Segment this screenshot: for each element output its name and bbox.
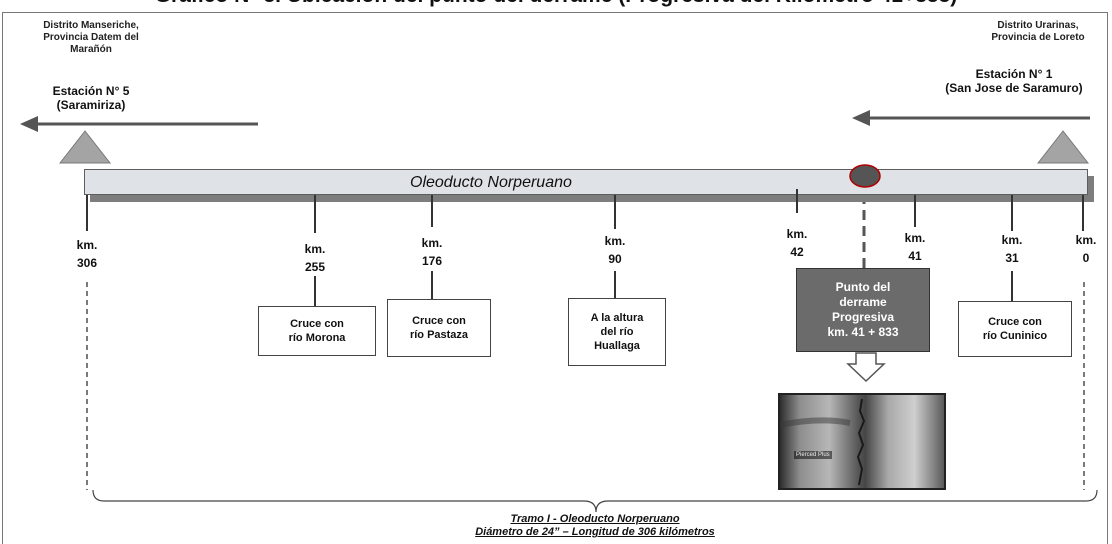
right-flow-arrow <box>852 110 1090 126</box>
footer-caption: Tramo I - Oleoducto Norperuano Diámetro … <box>360 513 830 539</box>
km-marker-306: km.306 <box>76 238 98 270</box>
tick-km-42 <box>796 189 798 213</box>
left-station-place: (Saramiriza) <box>56 98 126 112</box>
right-district-label: Distrito Urarinas, Provincia de Loreto <box>972 20 1104 44</box>
left-district-line3: Marañón <box>70 44 112 55</box>
right-station-name: Estación N° 1 <box>975 67 1053 81</box>
km-marker-41: km.41 <box>904 231 926 263</box>
connector-huallaga <box>614 271 616 298</box>
left-district-label: Distrito Manseriche, Provincia Datem del… <box>26 20 156 56</box>
footer-line2: Diámetro de 24” – Longitud de 306 kilóme… <box>475 526 715 538</box>
km-marker-255: km.255 <box>304 242 326 274</box>
connector-morona <box>314 276 316 306</box>
crack-line-graphic <box>780 398 866 486</box>
right-station-place: (San Jose de Saramuro) <box>945 81 1083 95</box>
left-station-label: Estación N° 5 (Saramiriza) <box>26 84 156 112</box>
tick-km-306 <box>86 195 88 231</box>
spill-point-marker <box>849 164 881 188</box>
left-district-line2: Provincia Datem del <box>43 32 139 43</box>
left-flow-arrow <box>20 116 258 132</box>
tick-km-0 <box>1082 195 1084 231</box>
down-arrow-icon <box>846 352 886 383</box>
footer-line1: Tramo I - Oleoducto Norperuano <box>510 513 680 525</box>
connector-cuninico <box>1011 271 1013 301</box>
spill-point-box: Punto del derrame Progresiva km. 41 + 83… <box>796 268 930 352</box>
pipe-crack-photo: Pierced Plus <box>778 393 946 490</box>
right-district-line1: Distrito Urarinas, <box>997 20 1079 31</box>
left-station-triangle <box>58 130 112 164</box>
km-marker-90: km.90 <box>604 234 626 266</box>
right-district-line2: Provincia de Loreto <box>991 32 1085 43</box>
pipeline-label: Oleoducto Norperuano <box>410 174 572 191</box>
pipeline-bar <box>84 169 1088 195</box>
right-station-triangle <box>1036 130 1090 164</box>
tick-km-90 <box>614 195 616 229</box>
km-marker-42: km.42 <box>786 227 808 259</box>
tick-km-176 <box>431 195 433 227</box>
tick-km-31 <box>1011 195 1013 231</box>
km-marker-176: km.176 <box>421 236 443 268</box>
footer-bracket <box>92 489 1098 513</box>
tick-km-255 <box>314 195 316 233</box>
km-marker-0: km.0 <box>1075 233 1097 265</box>
km-marker-31: km.31 <box>1001 233 1023 265</box>
figure-frame <box>2 12 1108 544</box>
photo-caption: Pierced Plus <box>794 451 832 459</box>
connector-pastaza <box>431 271 433 299</box>
right-station-label: Estación N° 1 (San Jose de Saramuro) <box>926 67 1102 95</box>
left-district-line1: Distrito Manseriche, <box>43 20 139 31</box>
left-station-name: Estación N° 5 <box>52 84 130 98</box>
figure-title: Gráfico N° 3. Ubicación del punto del de… <box>0 0 1112 9</box>
tick-km-41 <box>914 195 916 227</box>
